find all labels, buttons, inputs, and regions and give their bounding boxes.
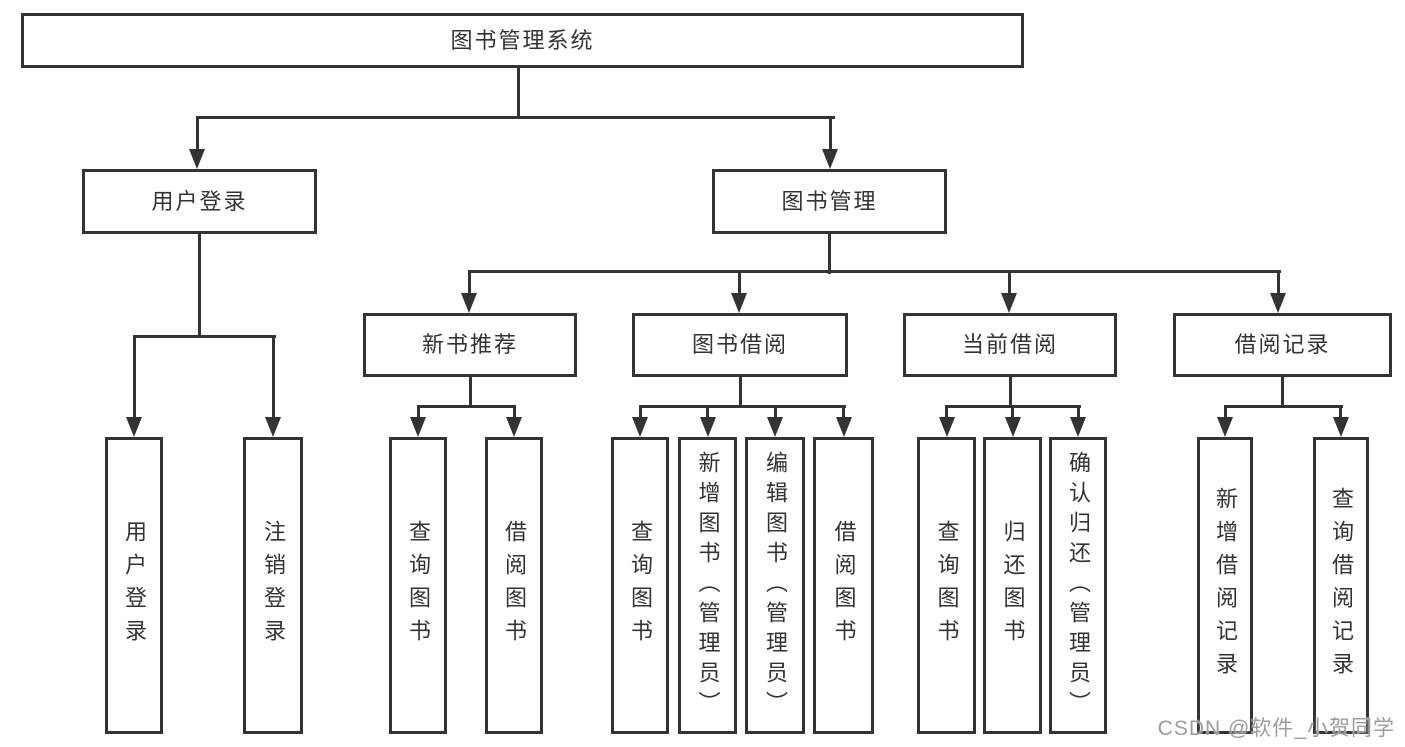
connector-line — [132, 334, 136, 418]
connector-line — [416, 404, 420, 418]
node-leaf-query-borrow-record-label: 查询借阅记录 — [1329, 486, 1354, 685]
connector-line — [195, 115, 199, 150]
arrow-down-icon — [835, 417, 852, 437]
connector-line — [773, 404, 777, 418]
node-leaf-return-books: 归还图书 — [983, 437, 1042, 734]
node-current-borrowing: 当前借阅 — [903, 313, 1117, 377]
node-leaf-add-books-admin: 新增图书（管理员） — [678, 437, 737, 734]
arrow-down-icon — [126, 417, 142, 437]
node-book-borrowing-label: 图书借阅 — [691, 332, 788, 357]
node-book-management-label: 图书管理 — [781, 188, 878, 214]
connector-line — [132, 334, 276, 338]
arrow-down-icon — [506, 417, 522, 437]
connector-line — [1281, 377, 1284, 408]
node-library-system: 图书管理系统 — [21, 13, 1024, 68]
connector-line — [638, 404, 846, 408]
connector-line — [1007, 269, 1011, 294]
connector-line — [195, 115, 835, 119]
node-leaf-borrow-books-label: 借阅图书 — [831, 519, 857, 652]
node-leaf-logout-label: 注销登录 — [261, 519, 286, 652]
arrow-down-icon — [938, 417, 955, 437]
node-leaf-add-borrow-record: 新增借阅记录 — [1197, 437, 1253, 734]
node-book-borrowing: 图书借阅 — [632, 313, 848, 377]
connector-line — [738, 377, 742, 408]
node-leaf-query-books-current: 查询图书 — [917, 437, 976, 734]
connector-line — [842, 404, 845, 418]
node-user-login-label: 用户登录 — [151, 188, 248, 214]
arrow-down-icon — [1001, 293, 1017, 313]
connector-line — [1339, 404, 1342, 418]
node-leaf-borrow-books-recommend-label: 借阅图书 — [502, 519, 527, 652]
connector-line — [638, 404, 642, 418]
node-leaf-return-books-label: 归还图书 — [1000, 519, 1026, 652]
node-new-book-recommend: 新书推荐 — [363, 313, 577, 377]
arrow-down-icon — [767, 417, 783, 437]
connector-line — [828, 234, 831, 274]
node-borrowing-records: 借阅记录 — [1173, 313, 1392, 377]
node-leaf-query-books-recommend: 查询图书 — [389, 437, 447, 734]
arrow-down-icon — [265, 417, 281, 437]
arrow-down-icon — [632, 417, 648, 437]
connector-line — [516, 68, 520, 118]
connector-line — [468, 377, 472, 408]
node-leaf-add-borrow-record-label: 新增借阅记录 — [1213, 486, 1238, 685]
connector-line — [512, 404, 516, 418]
node-leaf-add-books-admin-label: 新增图书（管理员） — [695, 450, 721, 721]
node-leaf-confirm-return-admin: 确认归还（管理员） — [1049, 437, 1107, 734]
connector-line — [945, 404, 948, 418]
connector-line — [706, 404, 709, 418]
watermark: CSDN @软件_小贺同学 — [1157, 717, 1395, 740]
connector-line — [416, 404, 516, 408]
arrow-down-icon — [189, 149, 205, 169]
node-leaf-borrow-books: 借阅图书 — [813, 437, 874, 734]
connector-line — [1276, 269, 1280, 294]
arrow-down-icon — [1070, 417, 1086, 437]
connector-line — [828, 115, 832, 150]
arrow-down-icon — [1332, 417, 1349, 437]
node-book-management: 图书管理 — [712, 169, 947, 234]
node-current-borrowing-label: 当前借阅 — [961, 332, 1058, 357]
node-library-system-label: 图书管理系统 — [450, 27, 595, 53]
arrow-down-icon — [410, 417, 426, 437]
node-new-book-recommend-label: 新书推荐 — [421, 332, 518, 357]
node-leaf-edit-books-admin-label: 编辑图书（管理员） — [763, 450, 788, 721]
connector-line — [1011, 404, 1014, 418]
node-leaf-query-books-borrow-label: 查询图书 — [628, 519, 653, 652]
connector-line — [467, 269, 471, 294]
arrow-down-icon — [699, 417, 716, 437]
connector-line — [198, 234, 201, 337]
node-leaf-logout: 注销登录 — [243, 437, 303, 734]
node-leaf-confirm-return-admin-label: 确认归还（管理员） — [1066, 450, 1091, 721]
node-leaf-query-books-current-label: 查询图书 — [934, 519, 960, 652]
arrow-down-icon — [1004, 417, 1021, 437]
arrow-down-icon — [1217, 417, 1233, 437]
arrow-down-icon — [731, 293, 747, 313]
node-user-login: 用户登录 — [82, 169, 317, 234]
arrow-down-icon — [461, 293, 477, 313]
connector-line — [1223, 404, 1343, 408]
node-leaf-borrow-books-recommend: 借阅图书 — [485, 437, 543, 734]
connector-line — [1223, 404, 1227, 418]
node-leaf-query-borrow-record: 查询借阅记录 — [1313, 437, 1369, 734]
connector-line — [737, 269, 741, 294]
connector-line — [467, 269, 1281, 273]
connector-line — [1008, 377, 1012, 408]
connector-line — [271, 334, 275, 418]
node-leaf-edit-books-admin: 编辑图书（管理员） — [745, 437, 805, 734]
arrow-down-icon — [1270, 293, 1286, 313]
node-leaf-query-books-borrow: 查询图书 — [611, 437, 669, 734]
node-leaf-user-login: 用户登录 — [105, 437, 163, 734]
arrow-down-icon — [822, 149, 838, 169]
node-leaf-user-login-label: 用户登录 — [122, 519, 147, 652]
node-leaf-query-books-recommend-label: 查询图书 — [406, 519, 431, 652]
connector-line — [1076, 404, 1080, 418]
node-borrowing-records-label: 借阅记录 — [1234, 332, 1331, 357]
